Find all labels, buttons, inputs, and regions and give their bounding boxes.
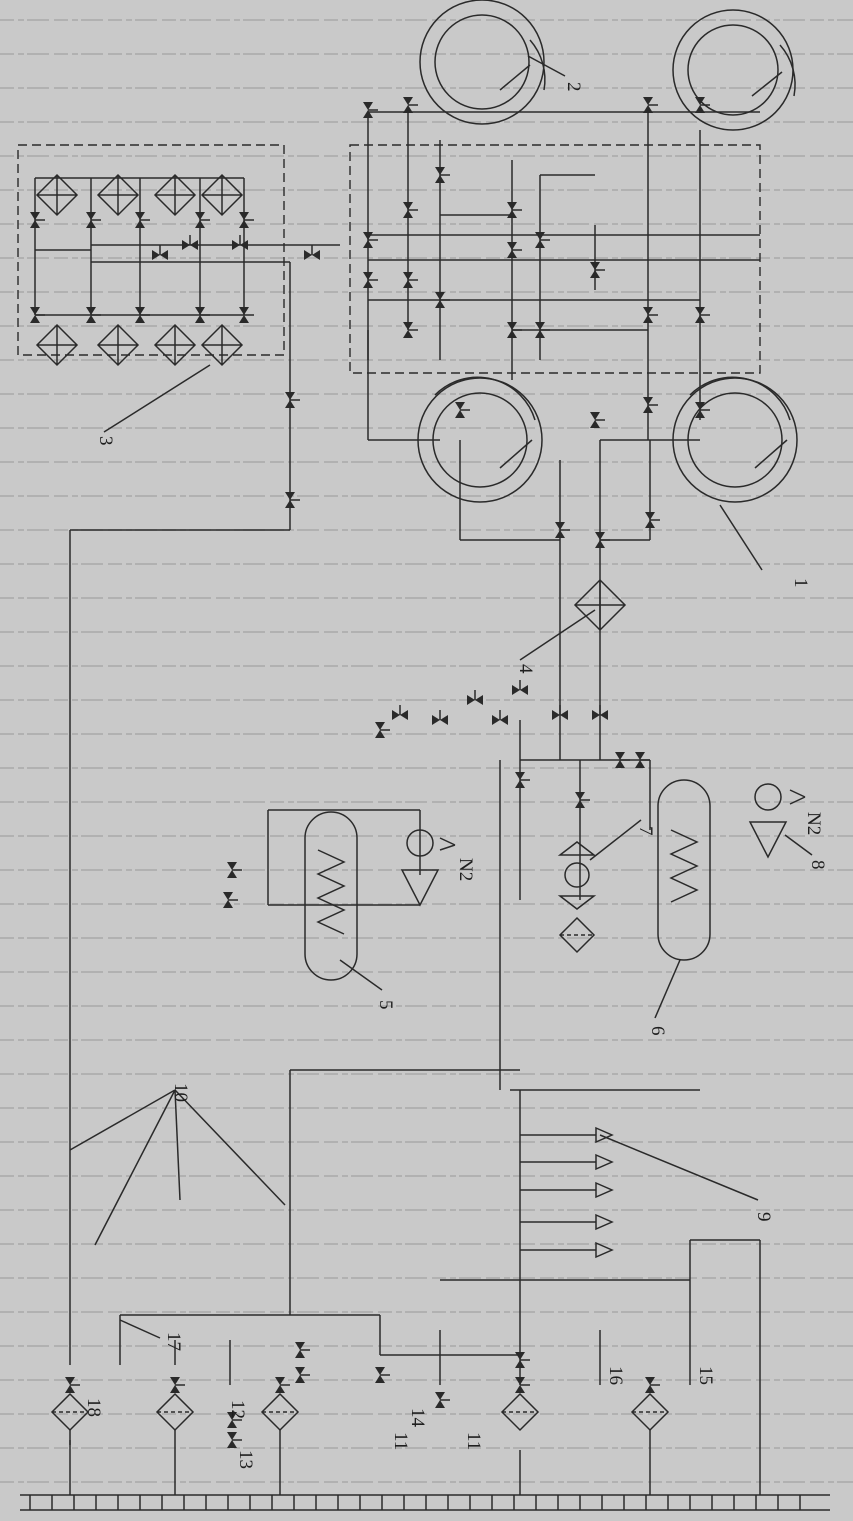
diagram-label-14: 14: [407, 1408, 428, 1428]
label-leader: [519, 609, 596, 661]
diagram-label-8: 8: [807, 860, 828, 870]
filter: [558, 916, 596, 954]
ground-supports: [29, 1495, 801, 1510]
diagram-label-11: 11: [463, 1432, 484, 1450]
n2-inlet-arrow-right: [789, 789, 806, 805]
label-leader: [94, 1089, 176, 1246]
outlet-arrow: [595, 1153, 614, 1171]
filter-4: [573, 578, 627, 632]
diagram-label-9: 9: [753, 1212, 774, 1222]
diagram-label-10: 10: [170, 1083, 191, 1102]
ejector-left: [400, 829, 440, 907]
filter: [50, 1392, 90, 1432]
label-leader: [784, 834, 813, 856]
diamond-unit: [153, 323, 197, 367]
ejector-7: [557, 841, 597, 910]
label-leader: [589, 819, 642, 861]
diagram-label-13: 13: [235, 1450, 256, 1469]
diagram-label-4: 4: [515, 664, 536, 674]
outlet-arrow: [595, 1241, 614, 1259]
label-leaders: [69, 55, 813, 1445]
diagram-label-2: 2: [563, 82, 584, 92]
diamond-unit: [35, 323, 79, 367]
diagram-label-15: 15: [695, 1366, 716, 1385]
diagram-label-17: 17: [163, 1332, 184, 1351]
diamond-unit: [153, 173, 197, 217]
diagram-label-1: 1: [790, 578, 811, 588]
label-leader: [119, 1319, 161, 1339]
reactor-6: [657, 779, 711, 961]
diagram-label-11: 11: [390, 1432, 411, 1450]
diamond-unit: [96, 323, 140, 367]
filter: [630, 1392, 670, 1432]
n2-inlet-arrow-left: [439, 837, 456, 851]
diamond-unit: [200, 173, 244, 217]
label-leader: [103, 364, 211, 433]
valve-block-boundary-right: [349, 144, 761, 374]
filters: [50, 916, 670, 1432]
label-leader: [654, 959, 681, 1019]
label-leader: [719, 504, 763, 571]
diagram-label-16: 16: [605, 1366, 626, 1385]
tank-2: [419, 0, 546, 125]
filter: [260, 1392, 300, 1432]
label-leader: [527, 55, 566, 77]
diagram-label-3: 3: [95, 436, 116, 446]
diamond-unit: [200, 323, 244, 367]
diagram-label-6: 6: [647, 1026, 668, 1036]
label-leader: [599, 1134, 759, 1201]
background-text-bleed: [0, 19, 853, 1483]
diamond-units: [35, 173, 244, 367]
diagram-label-7: 7: [635, 826, 656, 836]
diagram-label-12: 12: [227, 1400, 248, 1419]
diamond-unit: [96, 173, 140, 217]
outlet-arrow: [595, 1213, 614, 1231]
outlet-arrow: [595, 1181, 614, 1199]
tank-2b: [672, 9, 796, 131]
diamond-unit: [35, 173, 79, 217]
gas-label-n2: N2: [455, 858, 476, 881]
diagram-label-18: 18: [83, 1398, 104, 1417]
ejector-8: [748, 783, 788, 859]
reactor-5: [304, 811, 358, 981]
tank-1: [417, 376, 543, 503]
label-leader: [174, 1089, 286, 1206]
outlet-arrow: [595, 1126, 614, 1144]
gas-label-n2: N2: [803, 812, 824, 835]
tank-1b: [672, 376, 798, 503]
label-leader: [69, 1089, 176, 1151]
ground-line: [20, 1494, 830, 1511]
pipe-network: [34, 111, 761, 1495]
label-leader: [174, 1089, 181, 1201]
label-leader: [339, 959, 383, 991]
valve-block-boundary-left: [17, 144, 285, 356]
diagram-label-5: 5: [375, 1000, 396, 1010]
filter: [155, 1392, 195, 1432]
filter: [500, 1392, 540, 1432]
valves: [30, 97, 710, 1448]
